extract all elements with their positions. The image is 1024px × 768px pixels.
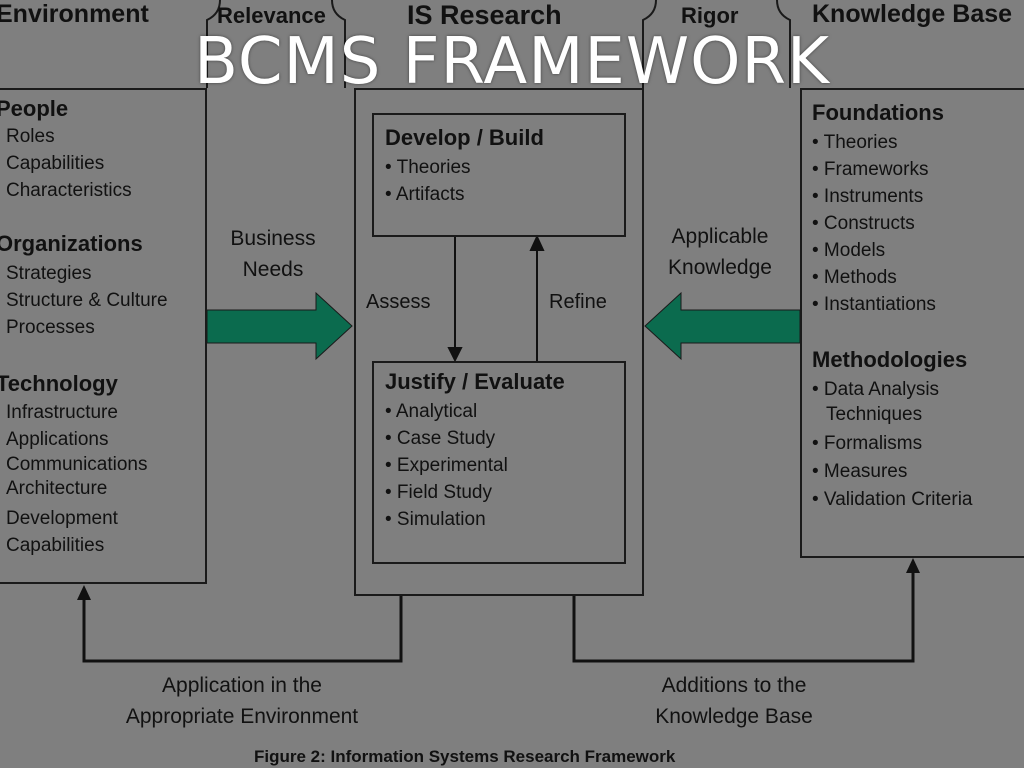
rigor-tab [642,0,791,88]
additions-feedback-line [572,571,915,663]
relevance-header: Relevance [217,3,326,28]
list-item: • Artifacts [385,184,465,205]
knowledge-base-header: Knowledge Base [812,0,1013,28]
list-item: Communications [6,454,148,475]
relevance-tab [206,0,346,88]
label-line: Knowledge Base [655,705,813,728]
assess-label: Assess [366,291,431,313]
organizations-list: Strategies Structure & Culture Processes [6,260,168,341]
list-item: • Measures [812,461,908,482]
list-item: • Methods [812,267,897,288]
list-item: Capabilities [6,535,105,556]
list-item: • Formalisms [812,433,923,454]
list-item: Capabilities [6,153,105,174]
refine-label: Refine [549,291,607,313]
business-needs-label: Business Needs [208,223,338,285]
figure-caption: Figure 2: Information Systems Research F… [254,747,676,766]
business-needs-arrow [206,291,353,361]
list-item: • Theories [812,132,898,153]
list-item: • Instantiations [812,294,936,315]
list-item: • Frameworks [812,159,929,180]
rigor-header: Rigor [681,3,739,28]
people-list: Roles Capabilities Characteristics [6,123,132,204]
justify-evaluate-heading: Justify / Evaluate [385,369,565,394]
application-arrowhead [77,585,91,600]
list-item: Strategies [6,263,92,284]
list-item: Processes [6,317,95,338]
additions-arrowhead [906,558,920,573]
list-item: • Experimental [385,455,508,476]
label-line: Knowledge [668,256,772,279]
list-item: Development [6,508,118,529]
methodologies-heading: Methodologies [812,347,968,372]
label-line: Needs [242,258,304,281]
technology-list: Infrastructure Applications Communicatio… [6,399,148,559]
list-item: Characteristics [6,180,132,201]
list-item: Structure & Culture [6,290,168,311]
list-item: • Instruments [812,186,924,207]
foundations-list: • Theories • Frameworks • Instruments • … [812,129,936,318]
list-item: • Simulation [385,509,486,530]
develop-build-box [372,113,626,237]
application-label: Application in the Appropriate Environme… [92,670,392,732]
list-item: • Models [812,240,886,261]
list-item: • Case Study [385,428,496,449]
environment-header: Environment [0,0,149,28]
refine-arrow [529,234,545,361]
label-line: Application in the [162,674,322,697]
additions-label: Additions to the Knowledge Base [604,670,864,732]
list-item: • Analytical [385,401,478,422]
foundations-heading: Foundations [812,100,944,125]
list-item: • Validation Criteria [812,489,973,510]
develop-build-heading: Develop / Build [385,125,544,150]
environment-box [0,88,207,584]
application-feedback-line [82,596,403,663]
knowledge-base-box [800,88,1024,558]
methodologies-list: • Data Analysis Techniques • Formalisms … [812,377,972,514]
justify-evaluate-box [372,361,626,564]
label-line: Additions to the [661,674,807,697]
list-item: Applications [6,429,109,450]
list-item: Architecture [6,478,108,499]
is-research-box [354,88,644,596]
list-item: Infrastructure [6,402,118,423]
applicable-knowledge-label: Applicable Knowledge [650,221,790,283]
label-line: Applicable [671,225,769,248]
slide-title: BCMS FRAMEWORK [194,25,830,99]
list-item: Techniques [826,404,923,425]
label-line: Appropriate Environment [125,705,359,728]
justify-evaluate-list: • Analytical • Case Study • Experimental… [385,398,508,533]
assess-arrow [447,236,463,363]
list-item: Roles [6,126,55,147]
list-item: • Theories [385,157,471,178]
list-item: • Field Study [385,482,492,503]
develop-build-list: • Theories • Artifacts [385,154,471,208]
list-item: • Constructs [812,213,915,234]
is-research-header: IS Research [407,0,562,30]
technology-heading: Technology [0,371,118,396]
list-item: • Data Analysis [812,379,940,400]
label-line: Business [230,227,316,250]
people-heading: People [0,96,69,121]
organizations-heading: Organizations [0,231,143,256]
applicable-knowledge-arrow [644,291,801,361]
